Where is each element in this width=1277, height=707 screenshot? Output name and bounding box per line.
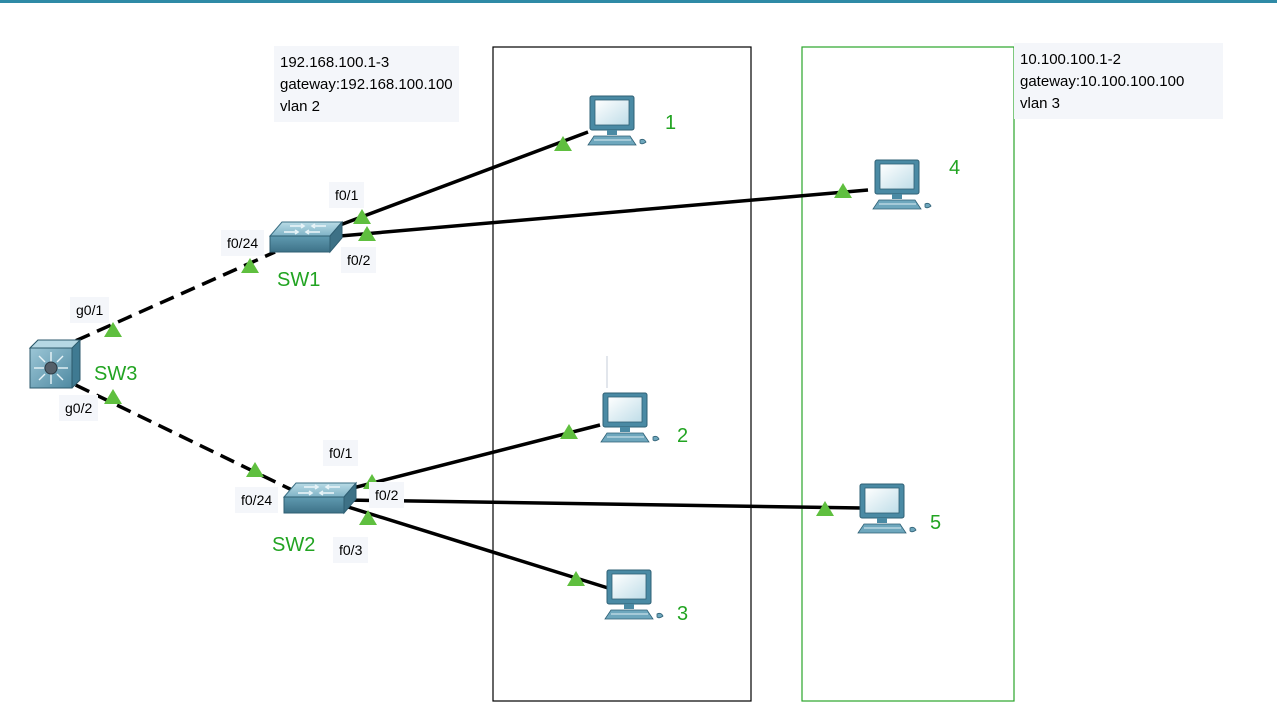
pc-icon[interactable] [872,159,932,210]
link-up-marker [104,389,122,404]
link-up-marker [567,571,585,586]
ip-range-text: 10.100.100.1-2 [1020,51,1121,68]
link-up-marker [353,209,371,224]
port-label: f0/24 [221,230,265,256]
port-label: f0/24 [235,487,279,513]
port-label: g0/1 [70,297,110,323]
link-up-marker [104,322,122,337]
link-up-marker [834,183,852,198]
device-label-sw1: SW1 [277,269,321,291]
device-label-pc2: 2 [677,425,689,447]
pc-icon[interactable] [587,95,647,146]
device-label-pc5: 5 [930,512,942,534]
vlan-id-text: vlan 2 [280,98,321,115]
link-up-marker [241,258,259,273]
vlan2-info-note: 192.168.100.1-3 gateway:192.168.100.100 … [274,46,459,122]
link-sw2-pc5 [344,498,863,510]
device-label-sw3: SW3 [94,363,138,385]
port-label: g0/2 [59,395,99,421]
vlan-id-text: vlan 3 [1020,95,1061,112]
link-up-marker [359,510,377,525]
vlan3-info-note: 10.100.100.1-2 gateway:10.100.100.100 vl… [1014,43,1223,119]
pc-icon[interactable] [604,569,664,620]
link-sw1-pc1 [339,130,589,227]
pc-icon[interactable] [600,392,660,443]
link-up-marker [560,424,578,439]
header-bar [0,0,1277,3]
links [54,130,869,590]
vlan3-box [801,46,1015,702]
port-label: f0/3 [333,537,369,563]
switch-icon[interactable] [269,221,343,253]
link-up-marker [554,136,572,151]
port-label: f0/2 [369,482,405,508]
multilayer-switch-icon[interactable] [28,339,82,389]
ip-range-text: 192.168.100.1-3 [280,54,390,71]
port-label: f0/1 [329,182,365,208]
device-label-pc4: 4 [949,157,961,179]
port-label: f0/2 [341,247,377,273]
link-sw3-sw1 [54,250,276,352]
link-up-marker [358,226,376,241]
port-label: f0/1 [323,440,359,466]
link-sw2-pc3 [344,504,609,590]
device-label-sw2: SW2 [272,534,316,556]
link-up-marker [816,501,834,516]
pc-icon[interactable] [857,483,917,534]
device-label-pc1: 1 [665,112,677,134]
link-markers [104,136,852,586]
device-label-pc3: 3 [677,603,689,625]
switch-icon[interactable] [283,482,357,514]
link-sw1-pc4 [339,188,869,238]
link-up-marker [246,462,264,477]
vlan2-box [492,46,752,702]
gateway-text: gateway:10.100.100.100 [1020,73,1185,90]
link-sw2-pc2 [344,423,601,492]
gateway-text: gateway:192.168.100.100 [280,76,453,93]
